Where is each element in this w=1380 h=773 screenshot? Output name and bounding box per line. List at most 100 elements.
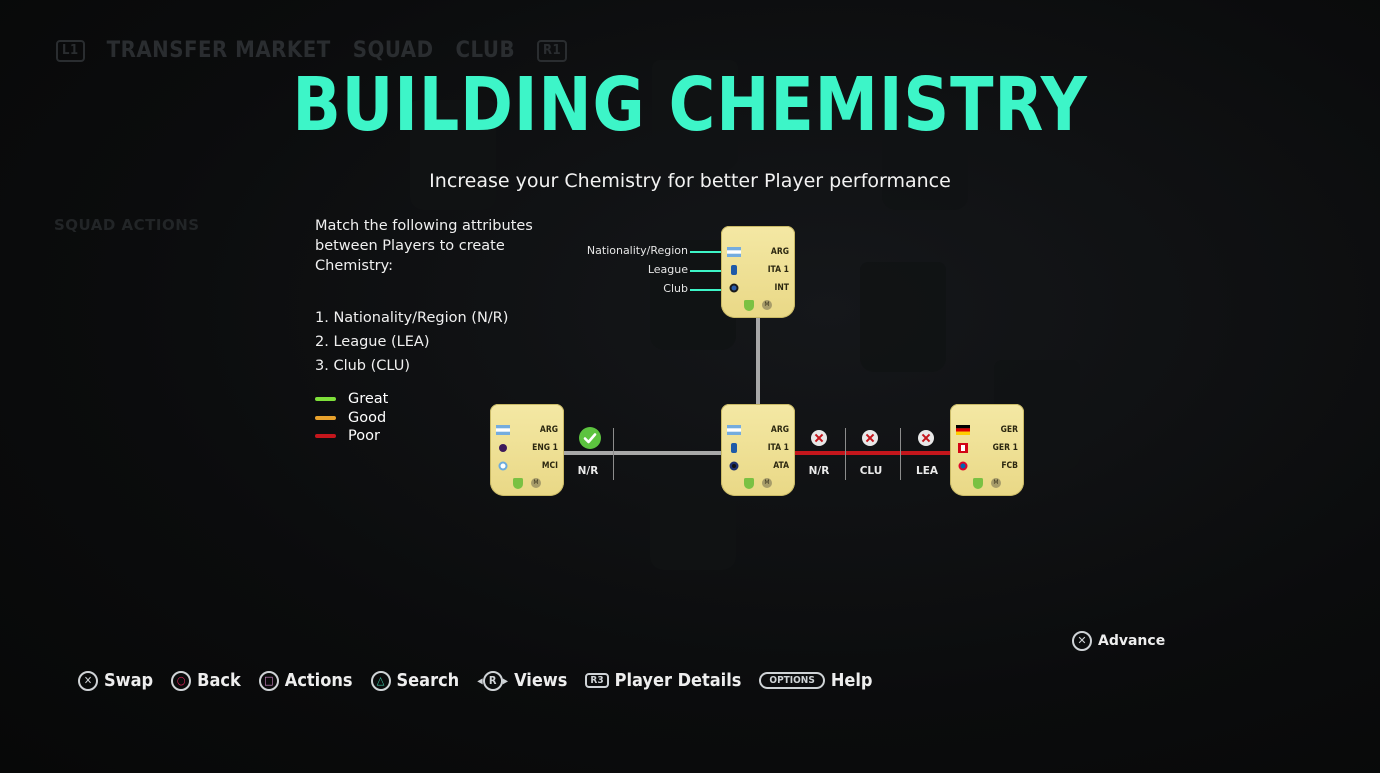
legend-swatch-great	[315, 397, 336, 402]
link-label-clu: CLU	[859, 465, 883, 477]
x-mark-icon	[811, 430, 827, 446]
hint-swap[interactable]: ✕ Swap	[78, 670, 153, 691]
bayern-crest-icon	[958, 461, 968, 471]
link-divider	[900, 428, 901, 480]
manager-icon: M	[991, 478, 1001, 488]
chemistry-legend: Great Good Poor	[315, 390, 388, 446]
annotation-pointer	[690, 289, 732, 291]
card-nation: GER	[1000, 425, 1018, 435]
card-club: INT	[774, 283, 789, 293]
argentina-flag-icon	[727, 425, 741, 435]
hint-label: Actions	[284, 670, 353, 691]
link-line-left-center	[562, 451, 724, 455]
triangle-icon: △	[370, 670, 391, 691]
player-card-center[interactable]: ARG ITA 1 ATA M	[721, 404, 795, 496]
manager-icon: M	[762, 478, 772, 488]
circle-icon: ○	[171, 670, 192, 691]
right-stick-icon: ◂R▸	[477, 670, 508, 691]
hint-label: Help	[830, 670, 873, 691]
man-city-crest-icon	[498, 461, 508, 471]
link-label-lea: LEA	[916, 465, 938, 477]
advance-button[interactable]: ✕ Advance	[1072, 631, 1165, 651]
nav-transfer-market: TRANSFER MARKET	[106, 38, 331, 63]
legend-swatch-good	[315, 415, 336, 420]
annotation-club: Club	[663, 282, 688, 295]
legend-swatch-poor	[315, 434, 336, 439]
nav-squad: SQUAD	[352, 38, 434, 63]
germany-flag-icon	[956, 425, 970, 435]
options-icon: OPTIONS	[759, 672, 825, 689]
hint-back[interactable]: ○ Back	[171, 670, 241, 691]
ghost-card	[652, 60, 738, 170]
legend-item: Great	[315, 390, 388, 409]
legend-item: Good	[315, 409, 388, 428]
cross-icon: ✕	[78, 670, 98, 691]
chemistry-icon	[744, 300, 754, 311]
hint-label: Swap	[104, 670, 154, 691]
argentina-flag-icon	[727, 247, 741, 257]
chemistry-icon	[973, 478, 983, 489]
hint-label: Views	[514, 670, 568, 691]
attribute-item: 1. Nationality/Region (N/R)	[315, 310, 509, 326]
legend-label: Poor	[348, 428, 380, 444]
x-mark-icon	[918, 430, 934, 446]
r3-icon: R3	[585, 673, 609, 688]
ghost-card	[882, 100, 968, 210]
card-league: GER 1	[992, 443, 1018, 453]
bundesliga-icon	[958, 443, 968, 453]
card-club: ATA	[773, 461, 789, 471]
instructions-text: Match the following attributes between P…	[315, 218, 533, 274]
advance-label: Advance	[1098, 633, 1166, 649]
annotation-pointer	[690, 251, 732, 253]
attribute-list: 1. Nationality/Region (N/R) 2. League (L…	[315, 306, 508, 378]
nav-club: CLUB	[455, 38, 516, 63]
serie-a-icon	[731, 443, 737, 453]
legend-label: Great	[348, 391, 389, 407]
annotation-league: League	[647, 263, 688, 276]
player-card-right[interactable]: GER GER 1 FCB M	[950, 404, 1024, 496]
link-divider	[613, 428, 614, 480]
player-card-left[interactable]: ARG ENG 1 MCI M	[490, 404, 564, 496]
cross-button-icon: ✕	[1072, 631, 1092, 651]
card-nation: ARG	[770, 425, 789, 435]
card-league: ENG 1	[532, 443, 558, 453]
hint-label: Player Details	[614, 670, 742, 691]
page-subtitle: Increase your Chemistry for better Playe…	[429, 170, 951, 192]
link-label-nr: N/R	[808, 465, 830, 477]
link-divider	[845, 428, 846, 480]
link-label-nr: N/R	[577, 465, 599, 477]
hint-label: Back	[197, 670, 241, 691]
ghost-card	[410, 100, 496, 210]
hint-player-details[interactable]: R3 Player Details	[585, 670, 741, 691]
atalanta-crest-icon	[729, 461, 739, 471]
check-icon	[579, 427, 601, 449]
link-line-top-center	[756, 312, 760, 408]
annotation-pointer	[690, 270, 732, 272]
legend-label: Good	[348, 409, 387, 426]
card-nation: ARG	[770, 247, 789, 257]
hint-label: Search	[396, 670, 460, 691]
chemistry-icon	[513, 478, 523, 489]
chemistry-icon	[744, 478, 754, 489]
attribute-item: 2. League (LEA)	[315, 334, 430, 350]
square-icon: □	[258, 670, 279, 691]
hint-views[interactable]: ◂R▸ Views	[477, 670, 567, 691]
card-club: FCB	[1001, 461, 1018, 471]
card-nation: ARG	[539, 425, 558, 435]
hint-help[interactable]: OPTIONS Help	[759, 670, 873, 691]
ghost-card	[860, 262, 946, 372]
card-league: ITA 1	[767, 265, 789, 275]
card-club: MCI	[541, 461, 558, 471]
manager-icon: M	[762, 300, 772, 310]
hint-actions[interactable]: □ Actions	[258, 670, 353, 691]
attribute-item: 3. Club (CLU)	[315, 358, 411, 374]
premier-league-icon	[499, 444, 507, 452]
hint-search[interactable]: △ Search	[370, 670, 460, 691]
background-nav: L1 TRANSFER MARKET SQUAD CLUB R1	[56, 38, 568, 63]
x-mark-icon	[862, 430, 878, 446]
card-league: ITA 1	[767, 443, 789, 453]
manager-icon: M	[531, 478, 541, 488]
serie-a-icon	[731, 265, 737, 275]
argentina-flag-icon	[496, 425, 510, 435]
player-card-top[interactable]: ARG ITA 1 INT M	[721, 226, 795, 318]
